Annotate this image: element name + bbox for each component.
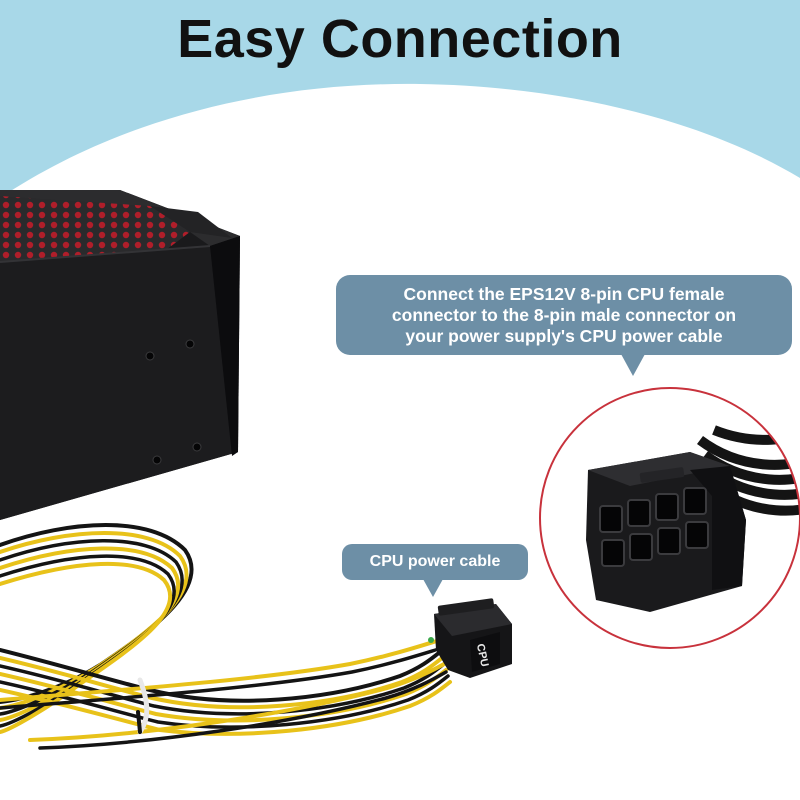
power-cable-bundle <box>0 523 452 750</box>
page-title: Easy Connection <box>177 9 623 69</box>
callout-pointer <box>423 579 443 597</box>
power-supply-unit <box>0 190 240 520</box>
cpu-power-cable-label: CPU power cable <box>342 544 528 580</box>
magnified-8-pin-connector <box>586 425 800 612</box>
callout-line: your power supply's CPU power cable <box>405 326 723 346</box>
cpu-8-pin-male-connector: CPU <box>428 598 512 678</box>
callout-pointer <box>621 354 645 376</box>
header-band <box>0 0 800 198</box>
connector-instruction-callout: Connect the EPS12V 8-pin CPU female conn… <box>336 275 792 355</box>
psu-screw <box>145 339 202 465</box>
callout-line: Connect the EPS12V 8-pin CPU female <box>403 284 725 304</box>
psu-fan-grille <box>0 196 190 262</box>
connector-cpu-marking: CPU <box>474 643 491 668</box>
callout-line: connector to the 8-pin male connector on <box>391 305 737 325</box>
magnifier-detail <box>539 387 800 649</box>
